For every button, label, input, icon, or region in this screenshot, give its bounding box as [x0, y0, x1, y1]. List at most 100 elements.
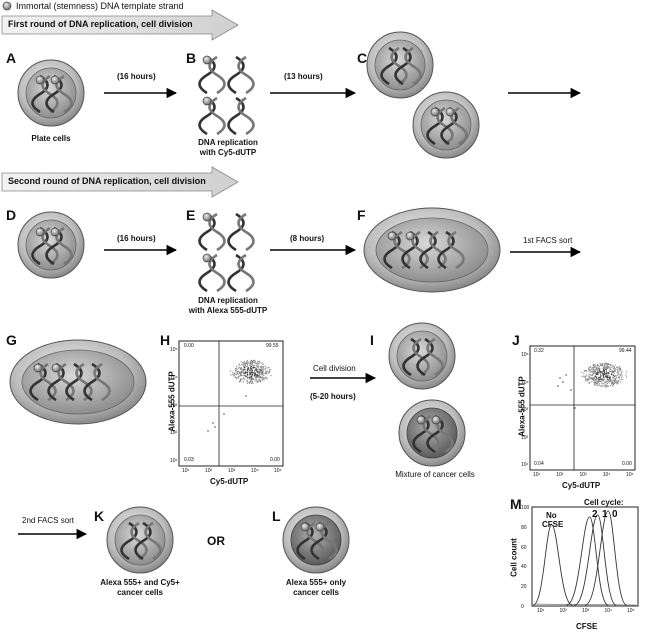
scatter-point	[600, 370, 602, 373]
caption-l-line2: cancer cells	[293, 588, 339, 597]
scatter-point	[254, 375, 256, 377]
label-cell-division-time: (5-20 hours)	[310, 392, 356, 401]
scatter-point	[617, 370, 619, 372]
m-ytick: 100	[521, 505, 530, 511]
scatter-point	[262, 365, 264, 367]
panel-label-i: I	[370, 332, 374, 348]
scatter-point	[251, 372, 254, 374]
scatter-point	[237, 377, 239, 379]
scatter-point	[598, 376, 600, 378]
h-xtick: 10⁵	[274, 468, 282, 474]
scatter-point	[251, 375, 253, 377]
scatter-point	[611, 377, 614, 379]
scatter-point	[598, 379, 600, 381]
m-ytick: 80	[521, 524, 527, 531]
scatter-point	[617, 372, 619, 374]
j-ytick: 10⁴	[521, 379, 529, 386]
scatter-point	[613, 372, 616, 375]
scatter-point	[250, 369, 252, 371]
cell-l	[282, 506, 350, 574]
scatter-point	[604, 369, 606, 372]
scatter-point	[238, 371, 240, 373]
scatter-point	[265, 370, 267, 372]
scatter-point	[614, 364, 616, 366]
h-ytick: 10²	[170, 430, 178, 437]
scatter-point	[249, 374, 251, 376]
scatter-point	[591, 370, 593, 372]
scatter-point	[615, 379, 617, 382]
scatter-point	[583, 369, 585, 372]
scatter-point	[581, 371, 583, 373]
scatter-point	[250, 361, 252, 363]
flow-plot-j	[529, 345, 636, 471]
scatter-point	[245, 376, 247, 378]
scatter-point	[598, 368, 601, 370]
j-quadrant-ll: 0.04	[534, 461, 544, 467]
scatter-point	[256, 361, 259, 363]
scatter-point	[258, 373, 260, 375]
scatter-point	[611, 364, 613, 366]
scatter-point	[600, 375, 602, 378]
scatter-point	[250, 378, 252, 380]
scatter-point	[594, 382, 596, 384]
scatter-point	[618, 376, 620, 378]
scatter-point	[254, 371, 256, 374]
scatter-point	[253, 361, 255, 363]
scatter-point	[612, 375, 614, 377]
scatter-point	[251, 369, 253, 371]
scatter-point	[594, 377, 596, 379]
scatter-point	[592, 365, 594, 367]
scatter-point	[593, 381, 595, 384]
scatter-point	[588, 375, 590, 377]
scatter-point	[619, 381, 622, 383]
scatter-point	[249, 364, 251, 366]
m-xtick: 10⁵	[627, 608, 635, 614]
scatter-point	[613, 365, 615, 367]
scatter-point	[242, 364, 244, 366]
scatter-point	[602, 371, 604, 373]
scatter-point	[597, 364, 599, 367]
cell-a	[17, 59, 85, 127]
scatter-point	[236, 368, 238, 370]
scatter-point	[608, 367, 610, 369]
scatter-point	[616, 369, 618, 371]
scatter-point	[584, 371, 586, 373]
scatter-point	[602, 379, 604, 381]
scatter-point	[245, 361, 248, 363]
scatter-point	[607, 374, 609, 376]
m-ytick: 60	[521, 544, 527, 551]
scatter-point	[590, 381, 592, 383]
scatter-point	[588, 370, 590, 372]
scatter-point	[596, 363, 599, 366]
scatter-point	[270, 369, 272, 371]
h-xtick: 10⁴	[251, 468, 259, 474]
legend-text: Immortal (stemness) DNA template strand	[16, 1, 184, 11]
scatter-point	[615, 378, 617, 380]
scatter-point	[602, 374, 604, 376]
scatter-point	[597, 385, 599, 387]
scatter-point	[267, 372, 270, 374]
scatter-point	[614, 374, 616, 377]
scatter-point	[605, 376, 608, 379]
scatter-point	[259, 370, 261, 372]
scatter-point	[595, 369, 597, 372]
scatter-point	[565, 374, 567, 376]
label-b-c: (13 hours)	[284, 72, 323, 81]
scatter-point	[247, 377, 249, 380]
h-quadrant-ur: 99.55	[266, 343, 279, 349]
scatter-point	[242, 370, 245, 372]
scatter-point	[240, 368, 242, 371]
scatter-point	[619, 370, 621, 372]
scatter-point	[230, 374, 232, 376]
scatter-point	[263, 366, 265, 368]
m-xtick: 10²	[559, 608, 567, 614]
scatter-point	[250, 359, 252, 362]
scatter-point	[604, 384, 606, 386]
scatter-point	[262, 363, 264, 365]
scatter-point	[237, 370, 239, 372]
scatter-point	[233, 372, 235, 374]
scatter-point	[592, 377, 594, 379]
scatter-point	[258, 374, 260, 376]
cell-c-top	[366, 31, 434, 99]
m-ytick: 20	[521, 584, 527, 591]
